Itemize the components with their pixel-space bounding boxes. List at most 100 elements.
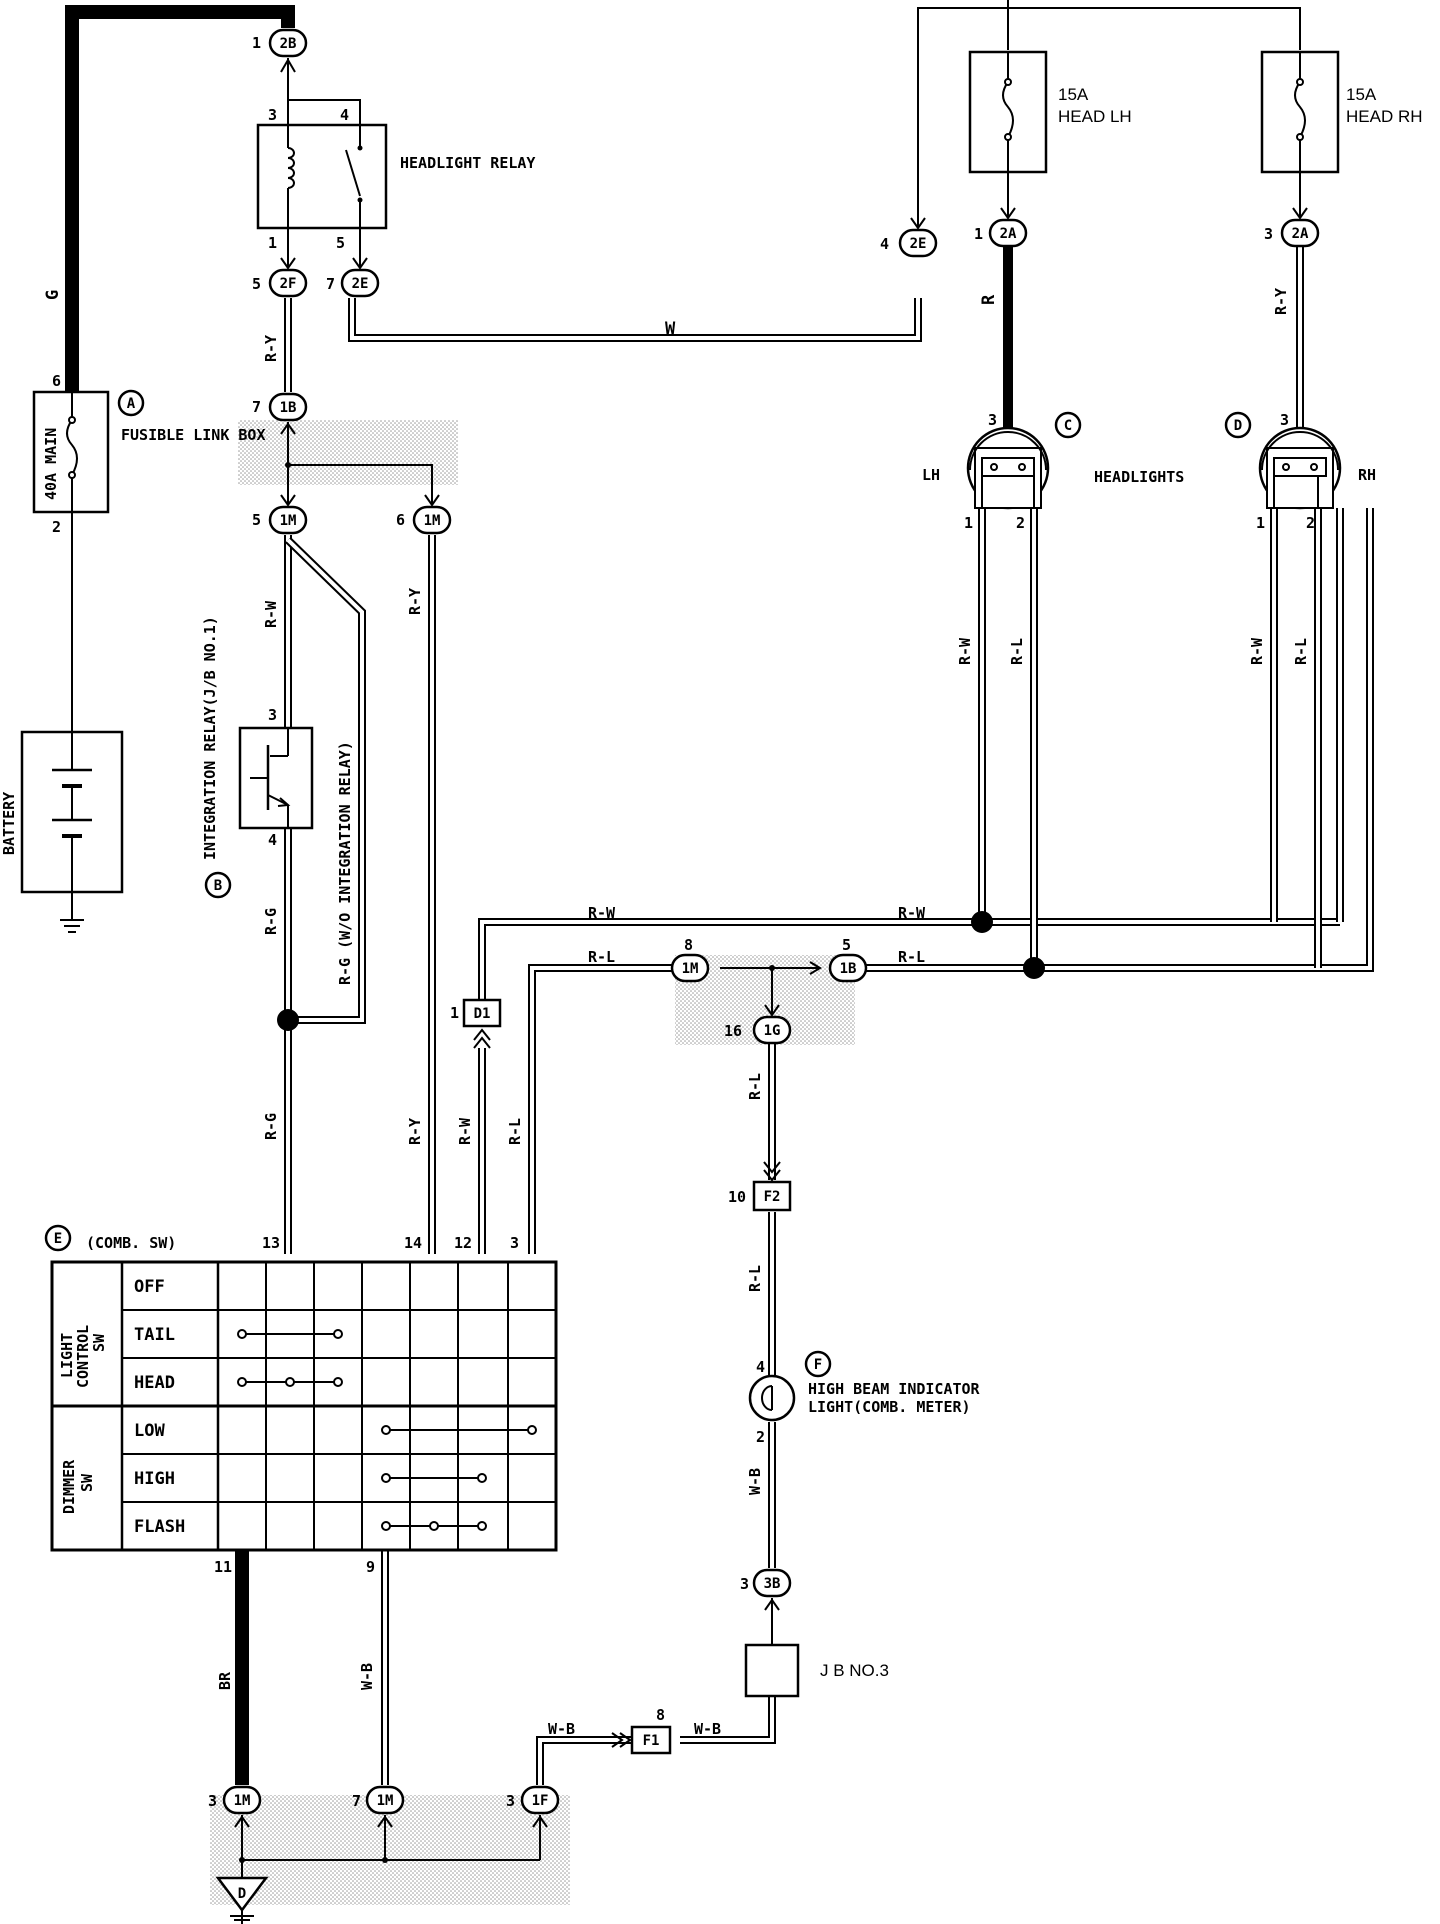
svg-text:R-Y: R-Y (1272, 288, 1290, 315)
connector-2e-top: 2E (898, 228, 938, 258)
svg-text:8: 8 (656, 1706, 665, 1724)
svg-text:40A MAIN: 40A MAIN (42, 428, 60, 500)
svg-text:LIGHT(COMB. METER): LIGHT(COMB. METER) (808, 1398, 971, 1416)
svg-text:F2: F2 (764, 1189, 781, 1205)
svg-text:7: 7 (326, 275, 335, 293)
svg-text:R-W: R-W (898, 904, 926, 922)
svg-text:2A: 2A (1000, 226, 1017, 242)
high-beam-indicator: F HIGH BEAM INDICATOR LIGHT(COMB. METER) (748, 1350, 981, 1422)
svg-text:1: 1 (1256, 514, 1265, 532)
pin-numbers: 1 3 4 1 5 5 7 4 1 3 7 6 2 5 6 3 4 3 3 1 … (52, 34, 1315, 1810)
battery: BATTERY (0, 730, 124, 894)
svg-text:CONTROL: CONTROL (74, 1325, 92, 1388)
svg-text:R-L: R-L (588, 948, 615, 966)
svg-text:(COMB. SW): (COMB. SW) (86, 1234, 176, 1252)
headlight-relay: HEADLIGHT RELAY (256, 123, 535, 230)
svg-text:1M: 1M (280, 513, 297, 529)
svg-text:2A: 2A (1292, 226, 1309, 242)
connector-1b-5: 1B (828, 953, 868, 983)
switch-row-off: OFF (134, 1277, 165, 1297)
svg-text:3: 3 (1264, 225, 1273, 243)
svg-text:8: 8 (684, 936, 693, 954)
svg-text:3: 3 (510, 1234, 519, 1252)
headlight-lh: LH C (922, 411, 1082, 510)
svg-text:7: 7 (352, 1792, 361, 1810)
svg-text:BR: BR (216, 1671, 234, 1690)
connector-2f: 2F (268, 268, 308, 298)
switch-row-head: HEAD (134, 1373, 175, 1393)
headlight-rh: RH D (1224, 411, 1376, 510)
marker-a: A (127, 396, 136, 412)
connector-1m-3: 1M (222, 1785, 262, 1815)
svg-text:14: 14 (404, 1234, 422, 1252)
shaded-areas (210, 420, 855, 1905)
connector-d1: D1 (462, 998, 502, 1028)
svg-text:W: W (665, 319, 676, 339)
svg-text:W-B: W-B (548, 1720, 575, 1738)
svg-text:LH: LH (922, 466, 940, 484)
connector-1m-6: 1M (412, 505, 452, 535)
connector-1m-8: 1M (670, 953, 710, 983)
switch-row-flash: FLASH (134, 1517, 185, 1537)
wire-labels: G R-Y W R R-Y R-W R-Y R-G (W/O INTEGRATI… (43, 288, 1310, 1738)
svg-text:10: 10 (728, 1188, 746, 1206)
headlights-label: HEADLIGHTS (1094, 468, 1184, 486)
svg-text:15A: 15A (1346, 85, 1377, 104)
svg-text:5: 5 (336, 234, 345, 252)
fuse-head-lh: 15A HEAD LH (968, 50, 1132, 174)
connector-1b-top: 1B (268, 392, 308, 422)
svg-text:DIMMER: DIMMER (60, 1459, 78, 1514)
splice-points (239, 462, 1045, 1863)
svg-text:R-L: R-L (746, 1073, 764, 1100)
svg-text:R-W: R-W (1248, 637, 1266, 665)
switch-row-high: HIGH (134, 1469, 175, 1489)
square-connectors: D1 F2 F1 (462, 998, 792, 1755)
svg-text:15A: 15A (1058, 85, 1089, 104)
svg-text:6: 6 (52, 372, 61, 390)
svg-text:R-G: R-G (262, 908, 280, 935)
connector-2a-rh: 2A (1280, 218, 1320, 248)
svg-text:3: 3 (988, 411, 997, 429)
ground-d: D (215, 1876, 269, 1921)
svg-text:G: G (43, 290, 63, 300)
connector-1m-5: 1M (268, 505, 308, 535)
svg-text:3: 3 (1280, 411, 1289, 429)
svg-text:2: 2 (1016, 514, 1025, 532)
svg-text:HEAD RH: HEAD RH (1346, 107, 1423, 126)
svg-text:3: 3 (268, 706, 277, 724)
connector-1m-7: 1M (365, 1785, 405, 1815)
connector-2e-relay: 2E (340, 268, 380, 298)
svg-text:1: 1 (964, 514, 973, 532)
jb-no3: J B NO.3 (744, 1643, 889, 1698)
marker-d: D (1234, 418, 1242, 434)
svg-text:9: 9 (366, 1558, 375, 1576)
svg-text:SW: SW (90, 1333, 108, 1352)
svg-text:R-Y: R-Y (262, 335, 280, 362)
marker-e: E (54, 1231, 62, 1247)
svg-text:R-L: R-L (1008, 638, 1026, 665)
svg-text:R-L: R-L (898, 948, 925, 966)
svg-text:1M: 1M (682, 961, 699, 977)
connector-f1: F1 (630, 1725, 672, 1755)
svg-text:W-B: W-B (746, 1468, 764, 1495)
svg-text:1: 1 (450, 1004, 459, 1022)
svg-text:1M: 1M (377, 1793, 394, 1809)
marker-f: F (814, 1357, 822, 1373)
svg-text:5: 5 (842, 936, 851, 954)
svg-text:5: 5 (252, 511, 261, 529)
svg-text:LIGHT: LIGHT (58, 1333, 76, 1378)
svg-text:1G: 1G (764, 1023, 781, 1039)
svg-text:16: 16 (724, 1022, 742, 1040)
connector-2b: 2B (268, 28, 308, 58)
svg-text:INTEGRATION RELAY(J/B NO.1): INTEGRATION RELAY(J/B NO.1) (201, 616, 219, 860)
svg-text:R-L: R-L (1292, 638, 1310, 665)
marker-c: C (1064, 418, 1072, 434)
switch-row-tail: TAIL (134, 1325, 175, 1345)
connector-2a-lh: 2A (988, 218, 1028, 248)
svg-text:W-B: W-B (694, 1720, 721, 1738)
svg-text:2: 2 (756, 1428, 765, 1446)
svg-text:1M: 1M (424, 513, 441, 529)
marker-b: B (214, 878, 222, 894)
svg-text:2F: 2F (280, 276, 297, 292)
